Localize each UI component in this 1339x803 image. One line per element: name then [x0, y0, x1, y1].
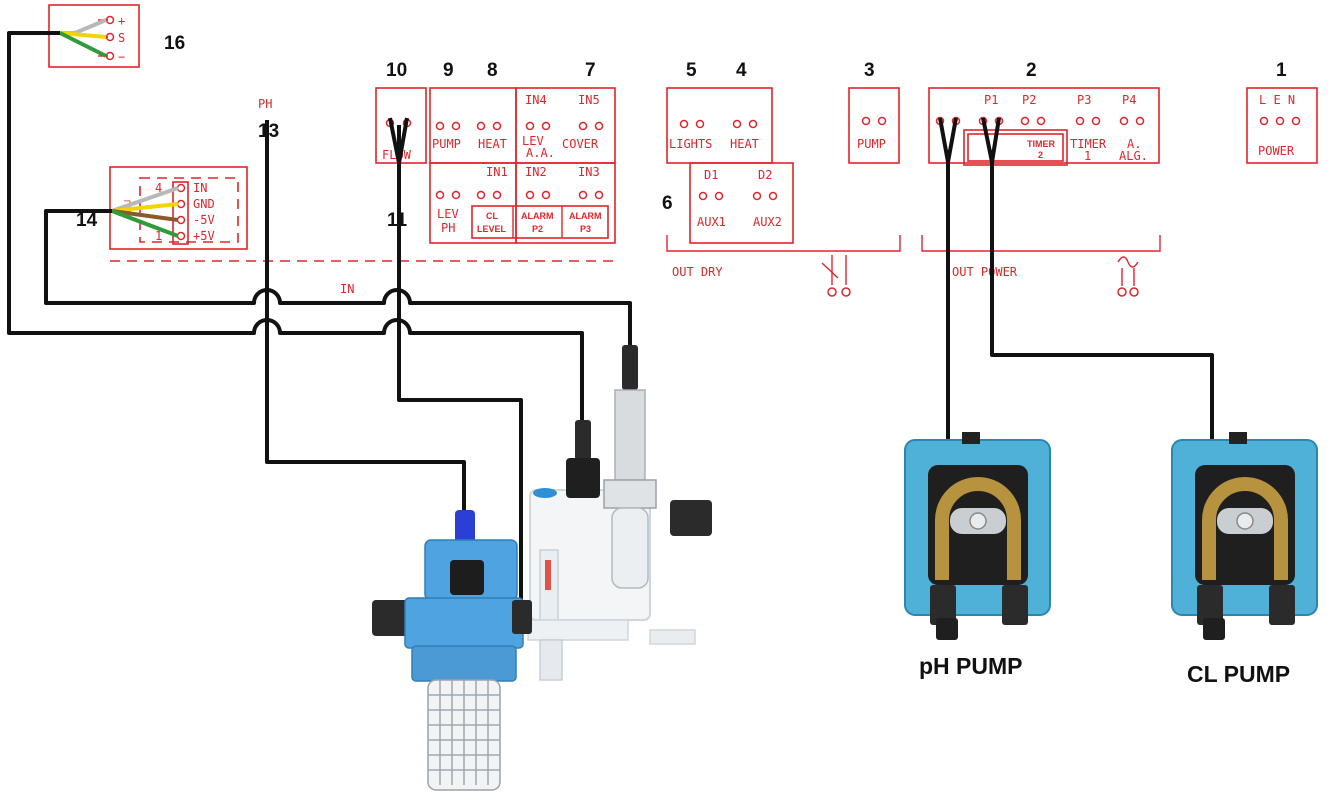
label-7: 7	[585, 60, 596, 81]
lev-ph-label-a: LEV	[437, 207, 459, 221]
label-5: 5	[686, 60, 697, 81]
in1-label: IN1	[486, 165, 508, 179]
sensor16-pin-minus: −	[118, 50, 125, 64]
out-dry-label: OUT DRY	[672, 265, 723, 279]
label-2: 2	[1026, 60, 1037, 81]
p3-label: P3	[1077, 93, 1091, 107]
p2-label: P2	[1022, 93, 1036, 107]
p4-label: P4	[1122, 93, 1136, 107]
sensor16-pin-plus: +	[118, 14, 125, 28]
power-input-terminal: L E N POWER	[1246, 87, 1318, 164]
in2-label: IN2	[525, 165, 547, 179]
pump-output-terminal: PUMP	[848, 87, 900, 164]
pump-output-label: PUMP	[857, 137, 886, 151]
alg-label-b: ALG.	[1119, 149, 1148, 163]
lev-aa-label-a: LEV	[522, 134, 544, 148]
flow-sensor-assembly	[372, 510, 532, 791]
sensor14-plus5v: +5V	[193, 229, 215, 243]
lev-ph-label-b: PH	[441, 221, 455, 235]
power-contact-symbol-icon	[1117, 256, 1139, 297]
lev-aa-label-b: A.A.	[526, 146, 555, 160]
d1-label: D1	[704, 168, 718, 182]
label-16: 16	[164, 33, 185, 54]
cl-level-label-a: CL	[486, 211, 498, 221]
ph-pump-label: pH PUMP	[919, 653, 1023, 679]
label-10: 10	[386, 60, 407, 81]
label-14: 14	[76, 210, 98, 231]
sensor-14-connector: 4 1 IN GND -5V +5V ⊓⊔	[109, 166, 248, 250]
timer2-label-a: TIMER	[1027, 139, 1055, 149]
timer1-label-a: TIMER	[1070, 137, 1107, 151]
sensor14-minus5v: -5V	[193, 213, 215, 227]
aux1-label: AUX1	[697, 215, 726, 229]
sensor14-in: IN	[193, 181, 207, 195]
wiring	[7, 31, 1214, 600]
input-heat-label: HEAT	[478, 137, 507, 151]
in5-label: IN5	[578, 93, 600, 107]
input-terminal-block: PUMP HEAT IN4 IN5 LEV A.A. COVER IN1 IN2…	[429, 87, 616, 244]
d2-label: D2	[758, 168, 772, 182]
sensor14-pin1: 1	[155, 229, 162, 243]
alarm-p2-label-a: ALARM	[521, 211, 554, 221]
p1-label: P1	[984, 93, 998, 107]
alarm-p3-label-a: ALARM	[569, 211, 602, 221]
alg-label-a: A.	[1127, 137, 1141, 151]
lights-label: LIGHTS	[669, 137, 712, 151]
alarm-p3-label-b: P3	[580, 224, 591, 234]
cl-pump	[1171, 432, 1318, 640]
sensor-16-connector: + S −	[48, 4, 140, 68]
ph-terminal-label: PH	[258, 97, 272, 111]
sensor14-gnd: GND	[193, 197, 215, 211]
label-1: 1	[1276, 60, 1287, 81]
dry-output-block: LIGHTS HEAT D1 D2 AUX1 AUX2	[666, 87, 794, 244]
power-len-label: L E N	[1259, 93, 1295, 107]
out-power-label: OUT POWER	[952, 265, 1018, 279]
timer1-label-b: 1	[1084, 149, 1091, 163]
cl-level-label-b: LEVEL	[477, 224, 507, 234]
label-9: 9	[443, 60, 454, 81]
sensor14-pin4: 4	[155, 181, 162, 195]
in4-label: IN4	[525, 93, 547, 107]
aux2-label: AUX2	[753, 215, 782, 229]
dry-contact-symbol-icon	[821, 255, 851, 297]
sensor16-pin-s: S	[118, 31, 125, 45]
dry-heat-label: HEAT	[730, 137, 759, 151]
label-6: 6	[662, 193, 673, 214]
power-output-block: P1 P2 P3 P4 TIMER 2 TIMER 1 A. ALG.	[928, 87, 1160, 166]
label-4: 4	[736, 60, 747, 81]
ph-pump	[904, 432, 1051, 640]
in-bus-label: IN	[340, 282, 354, 296]
power-label: POWER	[1258, 144, 1295, 158]
in3-label: IN3	[578, 165, 600, 179]
input-pump-label: PUMP	[432, 137, 461, 151]
cover-label: COVER	[562, 137, 599, 151]
label-8: 8	[487, 60, 498, 81]
cl-pump-label: CL PUMP	[1187, 661, 1290, 687]
alarm-p2-label-b: P2	[532, 224, 543, 234]
timer2-label-b: 2	[1038, 150, 1043, 160]
label-3: 3	[864, 60, 875, 81]
probe-holder-assembly	[527, 345, 712, 681]
